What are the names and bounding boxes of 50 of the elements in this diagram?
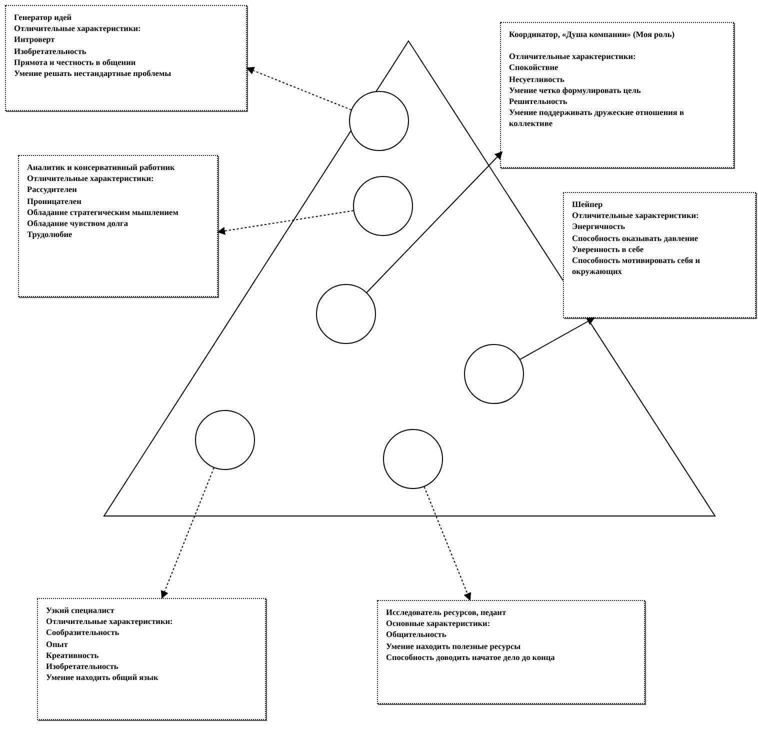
trait-text: Энергичность [572,221,626,233]
trait-text: Несуетливость [509,74,566,85]
trait-text: Основные характеристики: [386,618,492,630]
trait-text: Прямота и честность в общении [14,56,137,68]
trait-text: Отличительные характеристики: [14,23,142,34]
trait-text: Отличительные характеристики: [46,616,174,628]
role-title: Шейпер [572,199,604,210]
text-box [500,22,734,168]
trait-text: Интроверт [14,34,56,46]
arrow [366,151,503,293]
trait-text: Опыт [46,638,69,650]
text-box [18,155,218,297]
trait-text: Общительность [386,629,448,641]
role-title: Координатор, «Душа компании» (Моя роль) [509,29,676,40]
trait-text: Креативность [46,650,100,662]
trait-text: Спокойствие [509,62,560,74]
trait-text: Проницателен [27,196,82,207]
role-title: Узкий специалист [46,605,116,616]
trait-text: Уверенность в себе [572,244,645,256]
arrow [160,467,214,599]
trait-text: Изобретательность [46,661,120,672]
text-box [377,600,645,704]
arrow [217,210,354,235]
text-box [37,598,266,720]
arrow [246,66,352,110]
trait-text: Умение поддерживать дружеские отношения в коллективе [509,107,685,130]
role-title: Генератор идей [14,12,73,24]
trait-text: Изобретательность [14,46,88,57]
trait-text: Умение находить полезные ресурсы [386,640,522,652]
trait-text: Отличительные характеристики: [572,210,700,222]
trait-text: Решительность [509,96,568,108]
trait-text: Отличительные характеристики: [27,173,155,184]
trait-text: Способность мотивировать себя и окружающих [572,255,702,278]
trait-text: Рассудителен [27,184,78,196]
text-box [5,5,247,111]
trait-text: Умение решать нестандартные проблемы [14,68,172,80]
trait-text: Умение четко формулировать цель [509,84,642,96]
arrow [424,486,472,601]
trait-text: Обладание стратегическим мышлением [27,206,180,218]
trait-text: Умение находить общий язык [46,672,160,684]
role-title: Аналитик и консервативный работник [27,162,176,174]
trait-text: Способность оказывать давление [572,232,700,244]
trait-text: Сообразительность [46,627,120,639]
trait-text: Трудолюбие [27,229,74,240]
role-title: Исследователь ресурсов, педант [386,607,508,618]
arrow [520,318,595,360]
trait-text: Способность доводить начатое дело до конца [386,652,556,664]
trait-text: Отличительные характеристики: [509,51,637,62]
trait-text: Обладание чувством долга [27,218,129,230]
text-box [563,192,756,318]
